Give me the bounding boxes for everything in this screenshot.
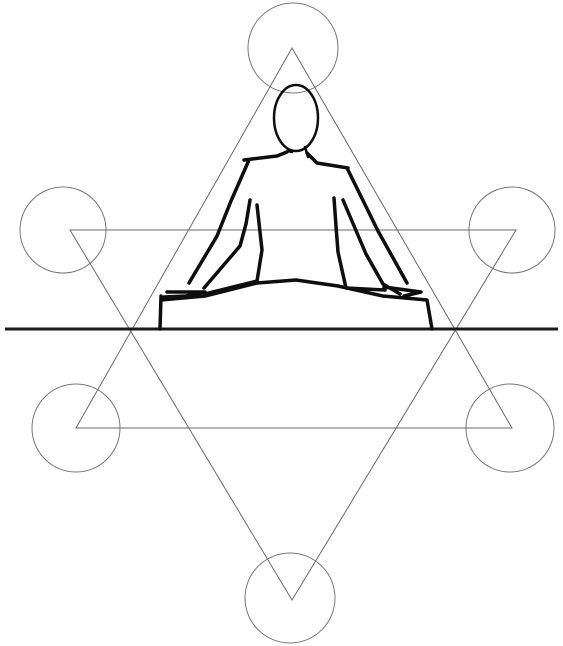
- vertex-circles: [20, 3, 555, 643]
- figure-right-hand: [384, 287, 421, 296]
- circle-top: [248, 3, 338, 93]
- figure-right-arm: [348, 170, 407, 283]
- figure-left-arm: [189, 160, 249, 283]
- upward-triangle: [76, 48, 512, 428]
- figure-left-inner: [205, 205, 262, 294]
- figure-head: [274, 85, 318, 151]
- circle-bottom: [245, 553, 335, 643]
- figure-shoulders: [244, 152, 348, 168]
- downward-triangle: [70, 230, 516, 600]
- meditating-figure: [160, 85, 432, 329]
